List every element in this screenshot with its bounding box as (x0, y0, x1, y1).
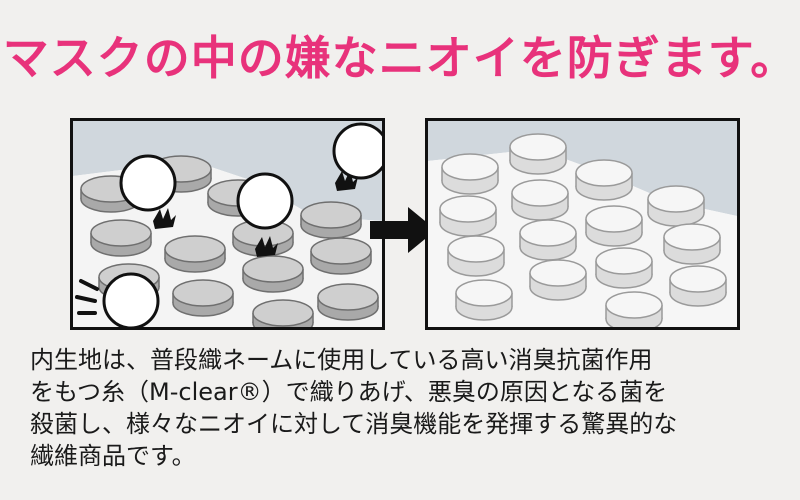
description-line: 内生地は、普段織ネームに使用している高い消臭抗菌作用 (30, 346, 653, 374)
illustration-before-svg (73, 121, 382, 327)
motion-lines-icon (75, 279, 99, 315)
description-line: をもつ糸（M-clear®）で織りあげ、悪臭の原因となる菌を (30, 378, 668, 406)
fabric-surface (428, 149, 737, 327)
product-description: 内生地は、普段織ネームに使用している高い消臭抗菌作用 をもつ糸（M-clear®… (30, 344, 780, 472)
right-arrow-icon (370, 207, 436, 253)
illustration-after-svg (428, 121, 737, 327)
description-line: 殺菌し、様々なニオイに対して消臭機能を発揮する驚異的な (30, 410, 678, 438)
headline: マスクの中の嫌なニオイを防ぎます。 (2, 31, 798, 85)
illustration-before-panel (70, 118, 385, 330)
illustration-after-panel (425, 118, 740, 330)
description-line: 繊維商品です。 (30, 442, 196, 470)
panel-sky (73, 121, 382, 221)
